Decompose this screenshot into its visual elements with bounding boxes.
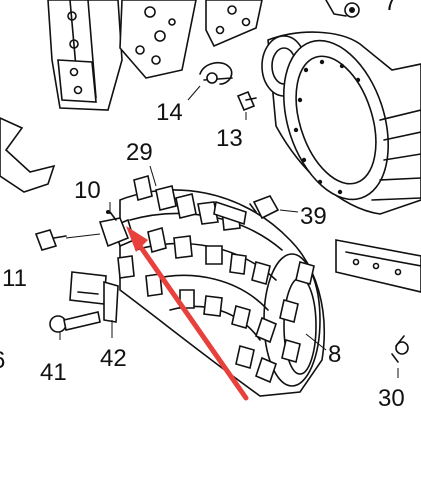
bolt-part-11: [34, 229, 67, 251]
pin-part-30: [391, 335, 409, 363]
callout-14: 14: [156, 99, 183, 126]
callout-39: 39: [300, 203, 327, 230]
cutter-teeth: [113, 174, 315, 384]
tooth-part-10: [98, 210, 130, 248]
callout-11: 11: [2, 265, 27, 292]
callout-30: 30: [378, 385, 405, 412]
callout-13: 13: [216, 125, 243, 152]
left-strap: [0, 117, 56, 193]
bracket-part-39: [249, 195, 280, 220]
tooth-rail: [213, 200, 247, 226]
callout-7: 7: [384, 0, 397, 16]
callout-10: 10: [74, 177, 101, 204]
callout-41: 41: [40, 359, 67, 386]
bracket-plate: [119, 0, 197, 79]
clip-part-14: [199, 61, 233, 85]
callout-42: 42: [100, 345, 127, 372]
hydraulic-motor-hub: [261, 31, 421, 215]
leader-lines: [59, 85, 399, 378]
red-pointer-arrow: [126, 226, 249, 401]
wear-bar: [335, 239, 421, 293]
callout-6: 6: [0, 347, 5, 374]
frame-plate: [47, 0, 123, 111]
upper-right-bracket: [205, 0, 360, 48]
callout-labels: 7 14 13 29 10 39 11 6 42 41 8 30: [0, 0, 405, 412]
bolt-part-13: [236, 90, 257, 112]
bolt-part-41: [49, 311, 101, 333]
callout-8: 8: [328, 341, 341, 368]
plate-part-42: [69, 271, 119, 323]
callout-29: 29: [126, 139, 153, 166]
